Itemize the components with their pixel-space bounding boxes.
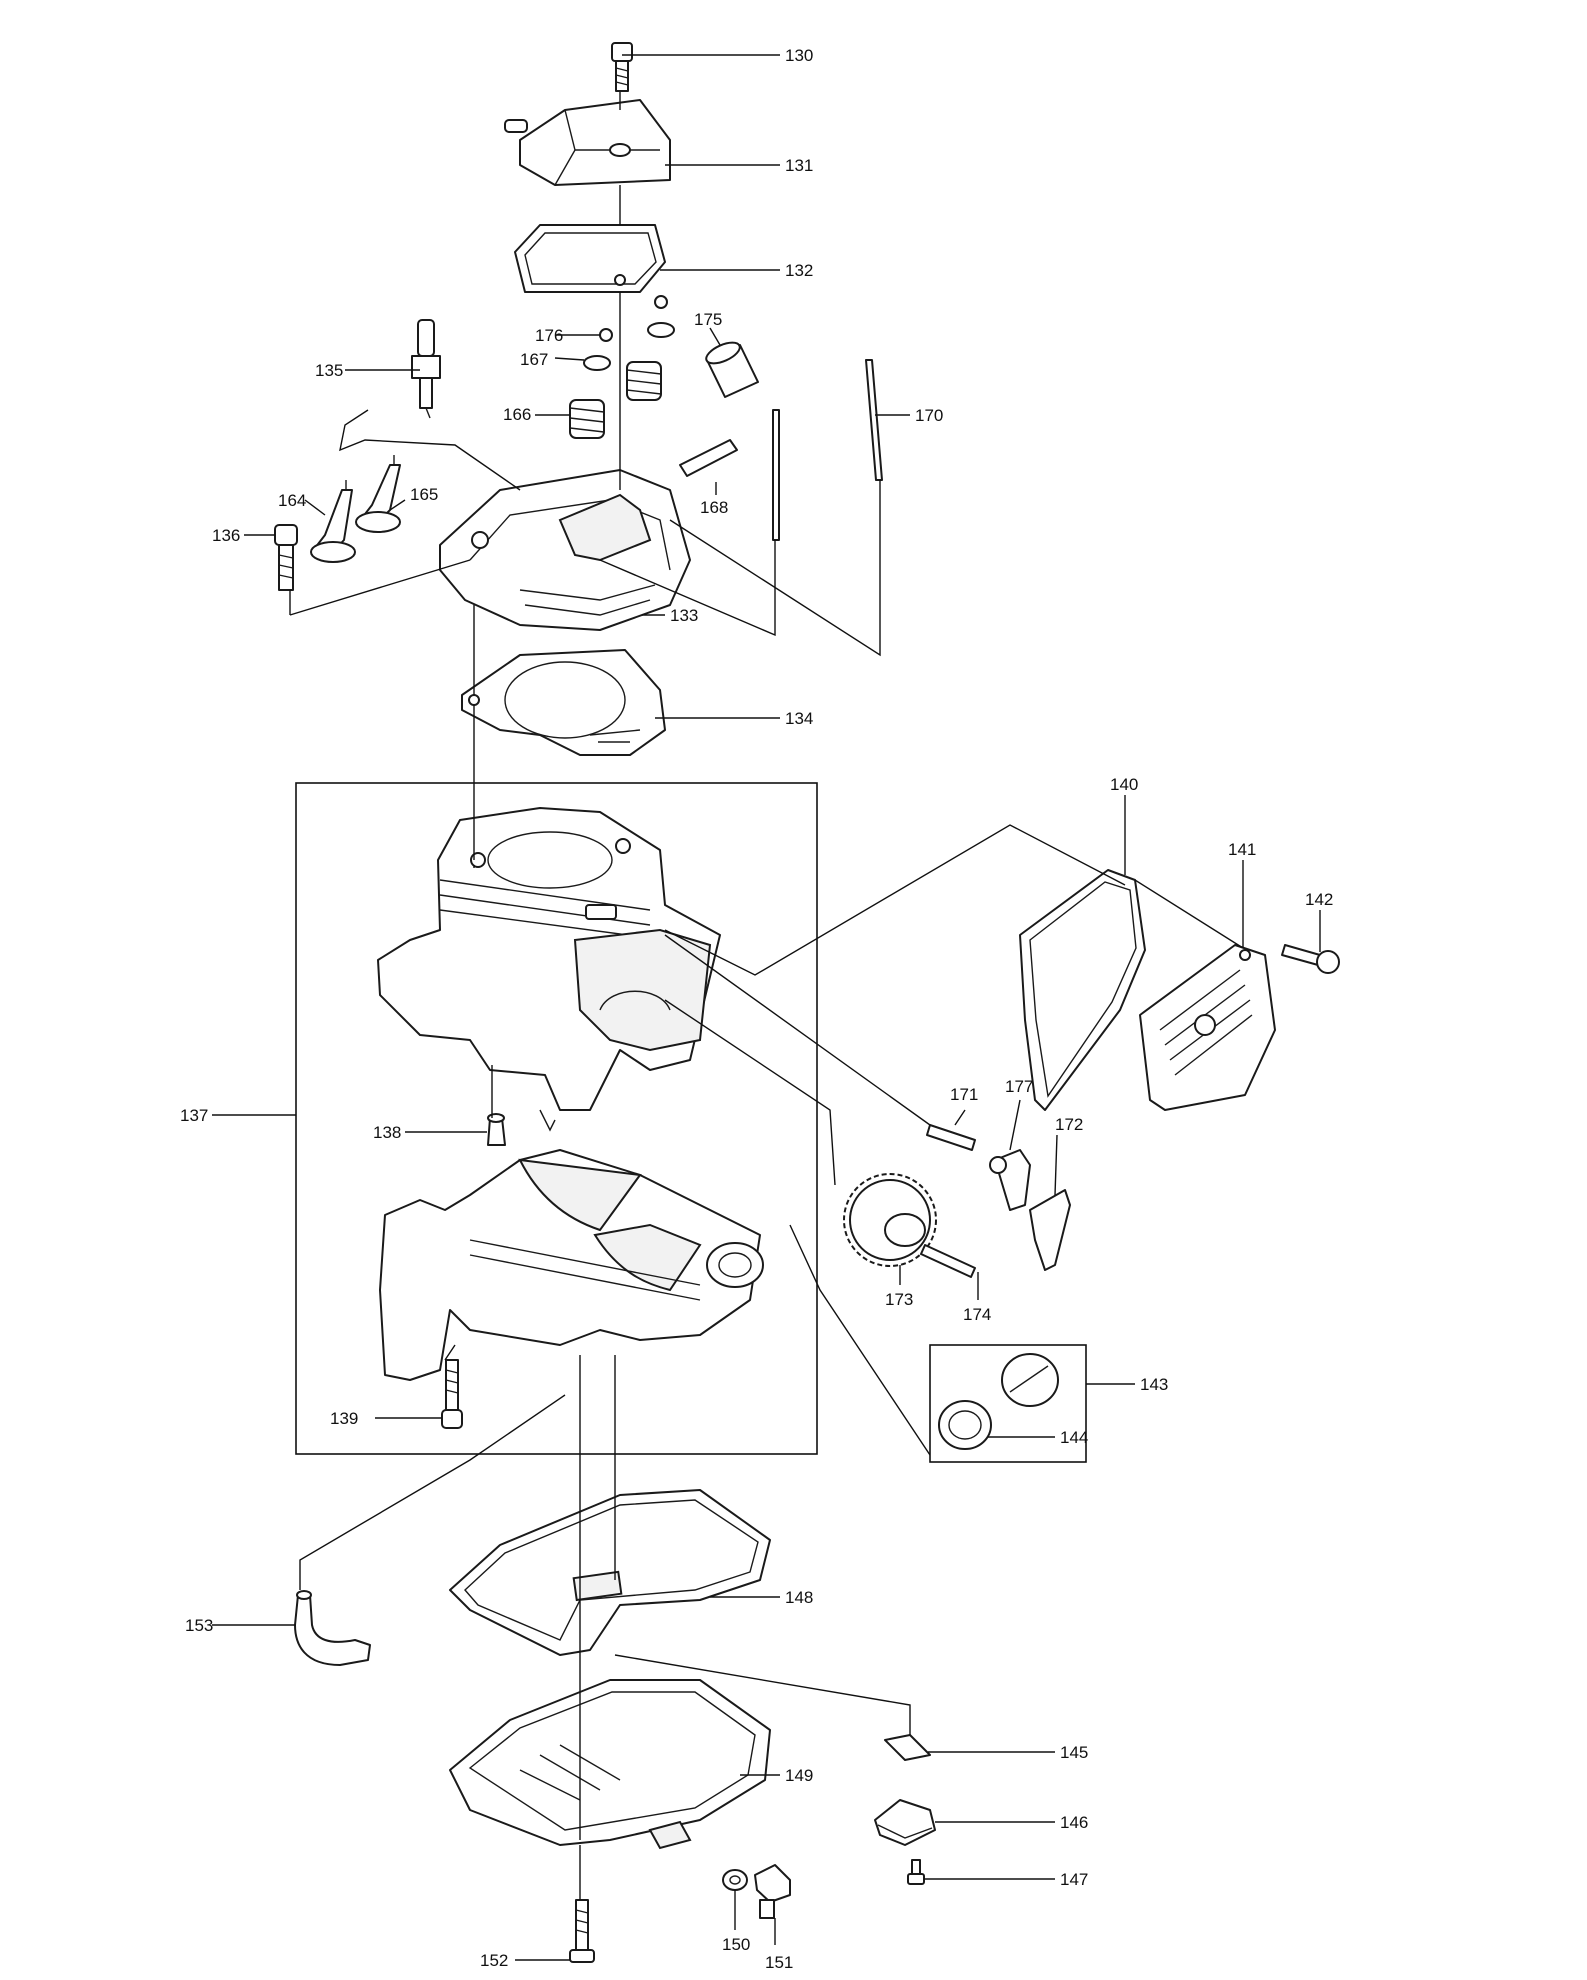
valve-retainers (583, 322, 675, 371)
side-cover-bolt (1281, 944, 1340, 974)
callout-146: 146 (1060, 1813, 1088, 1832)
oil-pan-bolt (569, 1899, 595, 1963)
callout-170: 170 (915, 406, 943, 425)
callout-173: 173 (885, 1290, 913, 1309)
camshaft-gear (843, 1173, 937, 1267)
drain-plug (754, 1864, 791, 1919)
callout-136: 136 (212, 526, 240, 545)
callout-152: 152 (480, 1951, 508, 1970)
callout-166: 166 (503, 405, 531, 424)
crankcase (379, 1109, 764, 1381)
callout-168: 168 (700, 498, 728, 517)
crankcase-bolt (441, 1359, 463, 1429)
oil-pan-gasket (449, 1489, 771, 1656)
drain-plug-washer (722, 1869, 748, 1891)
head-cover-gasket (514, 224, 666, 293)
spark-plug (411, 319, 441, 419)
callout-153: 153 (185, 1616, 213, 1635)
callout-177: 177 (1005, 1077, 1033, 1096)
callout-176: 176 (535, 326, 563, 345)
callout-134: 134 (785, 709, 813, 728)
callout-143: 143 (1140, 1375, 1168, 1394)
callout-172: 172 (1055, 1115, 1083, 1134)
callout-149: 149 (785, 1766, 813, 1785)
shaft-pin-lower (920, 1244, 976, 1278)
callout-144: 144 (1060, 1428, 1088, 1447)
callout-133: 133 (670, 606, 698, 625)
callout-132: 132 (785, 261, 813, 280)
callout-labels: 130 131 132 176 167 175 135 166 170 164 … (180, 46, 1333, 1972)
side-cover-gasket (1019, 869, 1146, 1111)
callout-130: 130 (785, 46, 813, 65)
callout-137: 137 (180, 1106, 208, 1125)
callout-142: 142 (1305, 890, 1333, 909)
oil-cap-seal (938, 1400, 992, 1450)
cylinder-head-cover (504, 99, 671, 186)
callout-131: 131 (785, 156, 813, 175)
cylinder-block (377, 807, 721, 1111)
callout-141: 141 (1228, 840, 1256, 859)
shaft-pin-upper (926, 1124, 976, 1151)
callout-167: 167 (520, 350, 548, 369)
valve-keepers (599, 295, 668, 342)
callout-165: 165 (410, 485, 438, 504)
cylinder-crankcase-frame (295, 782, 818, 1455)
small-cover (874, 1799, 936, 1846)
callout-139: 139 (330, 1409, 358, 1428)
head-cover-bolt (611, 42, 633, 92)
callout-174: 174 (963, 1305, 991, 1324)
governor-holder (989, 1149, 1031, 1211)
governor-arm (1029, 1189, 1071, 1271)
callout-171: 171 (950, 1085, 978, 1104)
leader-lines (212, 54, 1321, 1961)
oil-pan (449, 1679, 771, 1850)
head-gasket (461, 649, 666, 756)
callout-147: 147 (1060, 1870, 1088, 1889)
valve-guide-sleeve (705, 341, 759, 398)
head-bolt (274, 524, 298, 591)
oil-filler-cap (1001, 1353, 1059, 1407)
breather-hose (294, 1590, 371, 1666)
callout-151: 151 (765, 1953, 793, 1972)
callout-164: 164 (278, 491, 306, 510)
side-cover (1139, 944, 1276, 1111)
warning-label (884, 1734, 931, 1761)
callout-175: 175 (694, 310, 722, 329)
oil-cap-frame (929, 1344, 1087, 1463)
intake-exhaust-valves (310, 455, 401, 563)
push-rods (772, 359, 883, 541)
callout-138: 138 (373, 1123, 401, 1142)
callout-140: 140 (1110, 775, 1138, 794)
callout-145: 145 (1060, 1743, 1088, 1762)
breather-valve (487, 1113, 506, 1146)
callout-148: 148 (785, 1588, 813, 1607)
cylinder-head (439, 469, 691, 631)
callout-135: 135 (315, 361, 343, 380)
cover-screw (907, 1859, 925, 1885)
callout-150: 150 (722, 1935, 750, 1954)
valve-springs (569, 361, 662, 439)
rocker-pin (679, 439, 738, 477)
